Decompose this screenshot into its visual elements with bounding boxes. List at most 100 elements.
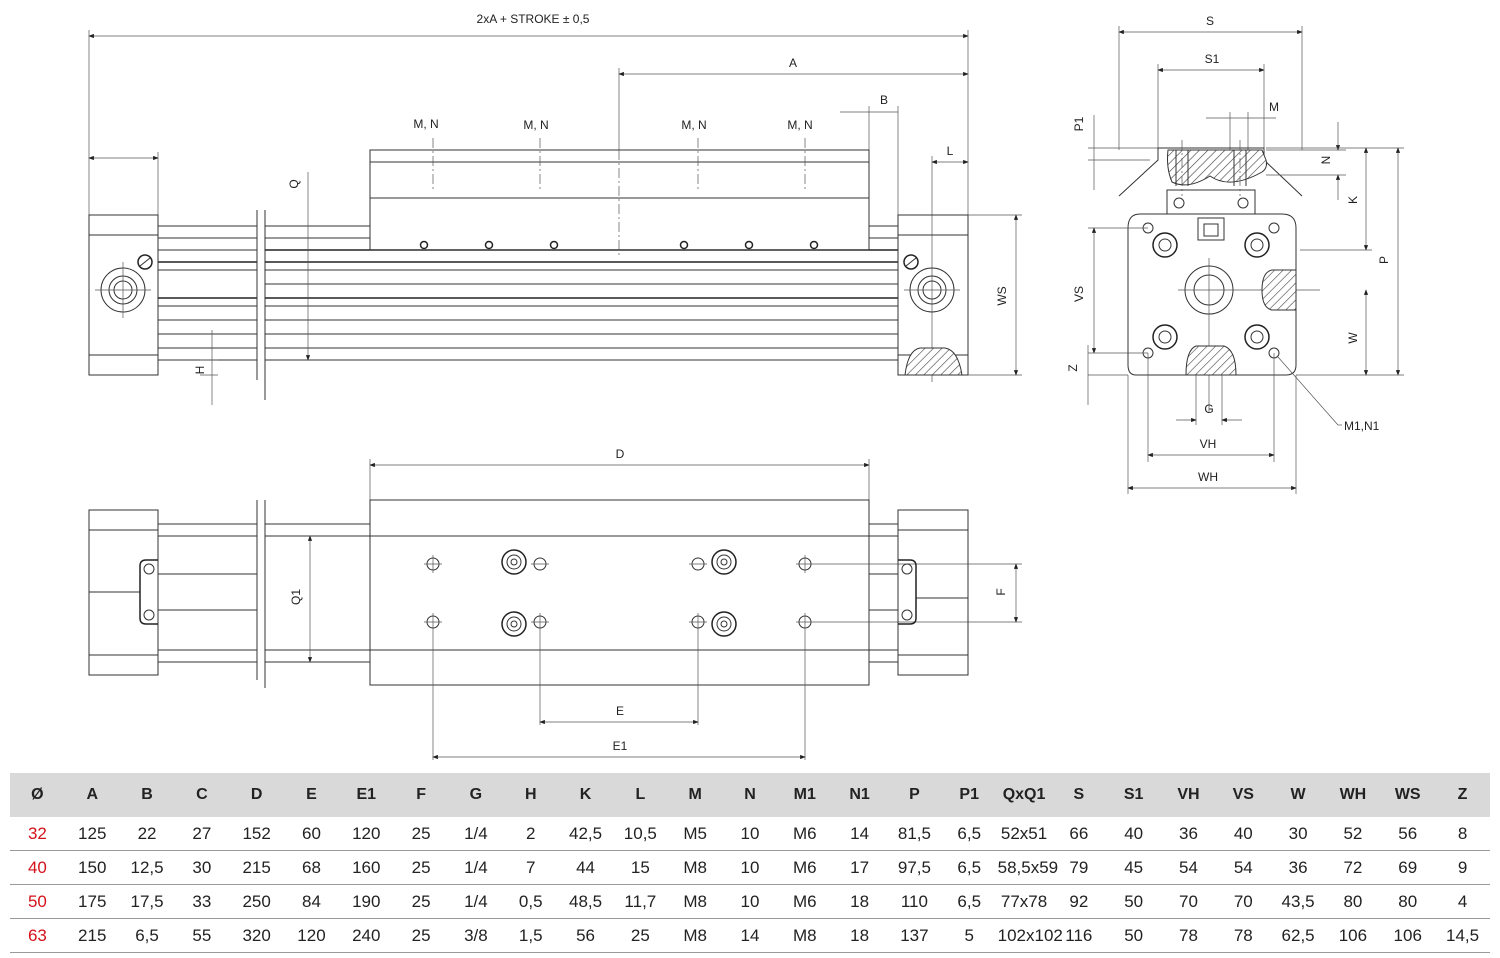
table-cell: 52 xyxy=(1325,817,1381,851)
table-cell: 116 xyxy=(1051,918,1107,953)
table-header-cell: QxQ1 xyxy=(996,773,1052,817)
table-header-cell: K xyxy=(558,773,613,817)
dim-p: P xyxy=(1377,256,1391,264)
table-cell: 40 xyxy=(1106,817,1162,851)
table-cell: 54 xyxy=(1161,850,1216,885)
table-cell: 5 xyxy=(941,918,997,953)
dim-q: Q xyxy=(287,179,301,188)
table-cell: 10 xyxy=(722,850,778,885)
table-cell: 62,5 xyxy=(1270,918,1326,953)
table-cell: M8 xyxy=(667,918,723,953)
table-cell: 215 xyxy=(64,918,120,953)
table-header-cell: N xyxy=(722,773,778,817)
table-header-cell: F xyxy=(393,773,449,817)
table-cell: 56 xyxy=(558,918,613,953)
table-header-cell: D xyxy=(229,773,285,817)
table-cell: 60 xyxy=(284,817,339,851)
technical-drawing: 2xA + STROKE ± 0,5 A B L xyxy=(88,12,1404,760)
table-cell: 10 xyxy=(722,884,778,919)
label-mn-2: M, N xyxy=(523,118,548,132)
table-header-cell: WH xyxy=(1325,773,1381,817)
table-header-cell: E1 xyxy=(338,773,394,817)
bore-cell: 32 xyxy=(10,817,65,851)
dim-wh: WH xyxy=(1198,470,1218,484)
table-cell: 18 xyxy=(832,884,887,919)
label-mn-3: M, N xyxy=(681,118,706,132)
side-mount-holes xyxy=(1142,222,1280,359)
table-cell: 240 xyxy=(338,918,394,953)
table-cell: 97,5 xyxy=(887,850,942,885)
table-cell: 14 xyxy=(832,817,887,851)
table-cell: M5 xyxy=(667,817,723,851)
table-cell: 14 xyxy=(722,918,778,953)
profile-lines-right xyxy=(265,225,898,361)
table-cell: 72 xyxy=(1325,850,1381,885)
table-cell: 190 xyxy=(338,884,394,919)
table-header-cell: VH xyxy=(1161,773,1216,817)
table-cell: 80 xyxy=(1325,884,1381,919)
table-cell: 7 xyxy=(503,850,559,885)
dim-s: S xyxy=(1206,14,1214,28)
table-cell: 6,5 xyxy=(941,850,997,885)
table-header-cell: VS xyxy=(1215,773,1271,817)
dim-p1: P1 xyxy=(1072,116,1086,131)
table-cell: 175 xyxy=(64,884,120,919)
table-cell: 10,5 xyxy=(612,817,668,851)
table-cell: 70 xyxy=(1215,884,1271,919)
table-header-cell: N1 xyxy=(832,773,887,817)
table-cell: 36 xyxy=(1270,850,1326,885)
table-cell: 3/8 xyxy=(448,918,504,953)
dim-z: Z xyxy=(1066,364,1080,371)
table-cell: 106 xyxy=(1380,918,1436,953)
table-cell: 6,5 xyxy=(941,884,997,919)
table-cell: 15 xyxy=(612,850,668,885)
table-cell: 40 xyxy=(1215,817,1271,851)
table-cell: 79 xyxy=(1051,850,1107,885)
table-cell: 55 xyxy=(174,918,230,953)
table-header-cell: M xyxy=(667,773,723,817)
dim-l: L xyxy=(947,144,954,158)
table-header-cell: W xyxy=(1270,773,1326,817)
table-cell: 36 xyxy=(1161,817,1216,851)
table-cell: 43,5 xyxy=(1270,884,1326,919)
table-cell: 50 xyxy=(1106,884,1162,919)
table-cell: 125 xyxy=(64,817,120,851)
dim-d: D xyxy=(616,447,625,461)
table-cell: 215 xyxy=(229,850,285,885)
table-cell: 25 xyxy=(393,850,449,885)
table-cell: 18 xyxy=(832,918,887,953)
table-cell: M6 xyxy=(777,817,833,851)
dim-m: M xyxy=(1269,100,1279,114)
table-cell: 137 xyxy=(887,918,942,953)
table-header-cell: E xyxy=(284,773,339,817)
table-header-cell: Ø xyxy=(10,773,65,817)
table-cell: 54 xyxy=(1215,850,1271,885)
table-cell: 22 xyxy=(119,817,175,851)
table-cell: 11,7 xyxy=(612,884,668,919)
table-header-cell: Z xyxy=(1435,773,1490,817)
table-cell: 25 xyxy=(393,884,449,919)
table-cell: 27 xyxy=(174,817,230,851)
table-cell: 48,5 xyxy=(558,884,613,919)
table-cell: M8 xyxy=(667,884,723,919)
dim-ws: WS xyxy=(995,286,1009,305)
table-cell: 42,5 xyxy=(558,817,613,851)
table-cell: 106 xyxy=(1325,918,1381,953)
dim-e1: E1 xyxy=(613,739,628,753)
table-cell: 77x78 xyxy=(996,884,1052,919)
table-cell: M6 xyxy=(777,884,833,919)
table-cell: 8 xyxy=(1435,817,1490,851)
front-view: 2xA + STROKE ± 0,5 A B L xyxy=(88,12,1022,405)
table-cell: 120 xyxy=(338,817,394,851)
bore-cell: 50 xyxy=(10,884,65,919)
table-header-cell: S1 xyxy=(1106,773,1162,817)
table-header-cell: B xyxy=(119,773,175,817)
table-cell: 250 xyxy=(229,884,285,919)
table-cell: 44 xyxy=(558,850,613,885)
dim-vh: VH xyxy=(1200,437,1217,451)
table-cell: 1,5 xyxy=(503,918,559,953)
dim-vs: VS xyxy=(1072,286,1086,302)
table-cell: 56 xyxy=(1380,817,1436,851)
